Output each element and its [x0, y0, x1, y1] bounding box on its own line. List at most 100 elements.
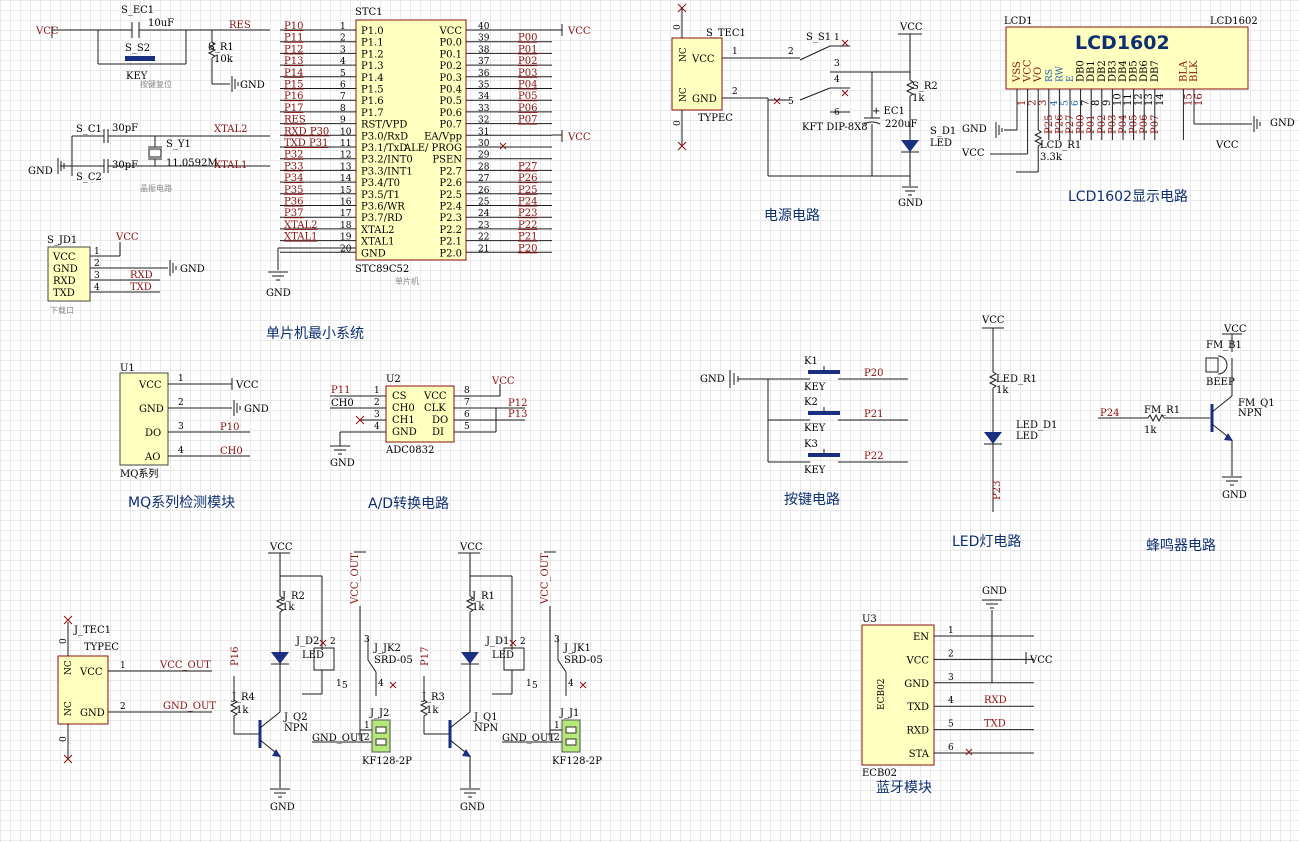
svg-text:5: 5 [464, 422, 470, 432]
svg-text:VCC: VCC [491, 376, 515, 387]
mcu-pin-num: 20 [340, 244, 352, 254]
svg-text:1: 1 [94, 247, 100, 257]
lcd-pin-num: 10 [1112, 93, 1123, 106]
svg-text:5: 5 [788, 97, 794, 107]
svg-text:GND: GND [266, 288, 291, 299]
relay-rb-ref: J_R4 [231, 692, 255, 703]
mcu-pin-name: P2.6 [439, 178, 462, 189]
mcu-pin-name: EA/Vpp [424, 131, 462, 142]
svg-text:4: 4 [374, 422, 380, 432]
relay-pin: 3 [554, 635, 560, 645]
label-s-jd1: S_JD1 [47, 235, 77, 246]
svg-text:U3: U3 [862, 614, 877, 625]
mcu-pin-net: P24 [518, 197, 537, 208]
mcu-pin-num: 1 [340, 22, 346, 32]
lcd-pin-name: BLK [1189, 60, 1200, 82]
mcu-pin-net: RES [284, 115, 306, 126]
label-s-y1: S_Y1 [166, 139, 191, 150]
label-s-ec1: S_EC1 [121, 5, 154, 16]
lcd-pin-net: P03 [1107, 115, 1118, 134]
svg-text:GND: GND [180, 264, 205, 275]
svg-text:CH0: CH0 [392, 403, 415, 414]
lcd-pin-num: 14 [1155, 93, 1166, 106]
lcd-pin-num: 8 [1091, 100, 1102, 106]
key-ref: K3 [804, 439, 818, 450]
bt-pin-name: EN [913, 632, 929, 643]
lcd-pin-name: DB1 [1086, 60, 1097, 82]
lcd-pin-name: VCC [1023, 59, 1034, 83]
svg-text:2: 2 [94, 259, 100, 269]
mcu-pin-num: 3 [340, 45, 346, 55]
svg-text:GND: GND [392, 427, 417, 438]
svg-text:LED: LED [930, 138, 952, 149]
svg-text:7: 7 [464, 398, 470, 408]
mcu-pin-num: 39 [478, 34, 490, 44]
relay-ctrl: P17 [420, 647, 431, 666]
mcu-pin-num: 32 [478, 116, 489, 126]
relay-d-val: LED [492, 650, 514, 661]
svg-text:TXD: TXD [53, 288, 75, 299]
crystal-circuit: S_C1 30pF S_C2 30pF S_Y1 11.0592M XTAL2 … [28, 123, 270, 193]
mcu-pin-name: P3.4/T0 [361, 178, 400, 189]
mcu-pin-name: P1.5 [361, 85, 384, 96]
svg-text:VCC: VCC [1029, 655, 1053, 666]
relay-channels: VCCJ_R21kJ_D2LEDP16J_R41kGNDJ_Q2NPNVCC_O… [229, 542, 603, 813]
lcd-pin-name: E [1066, 75, 1076, 82]
mcu-pin-name: P3.2/INT0 [361, 155, 413, 166]
mcu-pin-num: 30 [478, 139, 490, 149]
mcu-pin-num: 13 [340, 162, 352, 172]
relay-r-ref: J_R2 [281, 591, 305, 602]
mcu-pin-net: P03 [518, 68, 537, 79]
svg-text:1: 1 [834, 33, 840, 43]
lcd-pin-net: P00 [1076, 115, 1087, 134]
svg-text:GND: GND [139, 404, 164, 415]
relay-vcc-out: VCC_OUT [350, 553, 361, 605]
relay-q-ref: J_Q1 [473, 712, 498, 723]
mcu-pin-net: P07 [518, 115, 537, 126]
bt-pin-name: RXD [906, 726, 929, 737]
relay-gnd-out: GND_OUT [312, 733, 365, 744]
mcu-pin-net: P15 [284, 80, 303, 91]
relay-j-ref: J_J2 [369, 708, 389, 719]
svg-text:GND_OUT: GND_OUT [163, 701, 216, 712]
relay-pin: 3 [364, 635, 370, 645]
relay-pin: 4 [568, 679, 574, 689]
mcu-pin-name: P3.6/WR [361, 202, 405, 213]
key-label: KEY [804, 423, 826, 434]
svg-text:P23: P23 [992, 481, 1003, 500]
lcd-pin-net: P26 [1054, 115, 1065, 134]
mcu-pin-name: P2.3 [439, 213, 462, 224]
svg-text:S_D1: S_D1 [930, 126, 956, 137]
svg-text:CS: CS [392, 391, 407, 402]
mcu-pin-name: P1.2 [361, 49, 384, 60]
mcu-pin-net: P10 [284, 21, 303, 32]
mcu-pin-net: P34 [284, 173, 303, 184]
svg-text:0: 0 [59, 736, 69, 742]
label-c1-val: 30pF [112, 123, 138, 134]
relay-pin: 1 [364, 721, 370, 731]
key-ref: K1 [804, 356, 818, 367]
mcu-pin-name: P3.5/T1 [361, 190, 400, 201]
svg-text:3: 3 [834, 59, 840, 69]
mcu-pin-net: P14 [284, 68, 303, 79]
lcd-pin-name: DB6 [1139, 60, 1150, 82]
svg-text:1k: 1k [996, 385, 1009, 396]
mcu-pin-num: 5 [340, 69, 346, 79]
lcd-pin-num: 3 [1038, 100, 1049, 106]
relay-gnd: GND [270, 802, 295, 813]
mcu-pin-net: P05 [518, 91, 537, 102]
svg-text:1: 1 [178, 374, 184, 384]
mcu-pin-num: 11 [340, 139, 351, 149]
svg-text:U2: U2 [386, 374, 401, 385]
svg-text:VCC: VCC [981, 315, 1005, 326]
svg-text:NC: NC [64, 701, 74, 716]
svg-text:P10: P10 [220, 422, 239, 433]
bt-pin-net: TXD [984, 719, 1006, 730]
relay-pin: 2 [330, 637, 336, 647]
svg-text:+ EC1: + EC1 [872, 106, 905, 117]
svg-text:2: 2 [732, 87, 738, 97]
mcu-pin-name: P3.0/RxD [361, 131, 408, 142]
bt-pin-num: 5 [948, 720, 954, 730]
